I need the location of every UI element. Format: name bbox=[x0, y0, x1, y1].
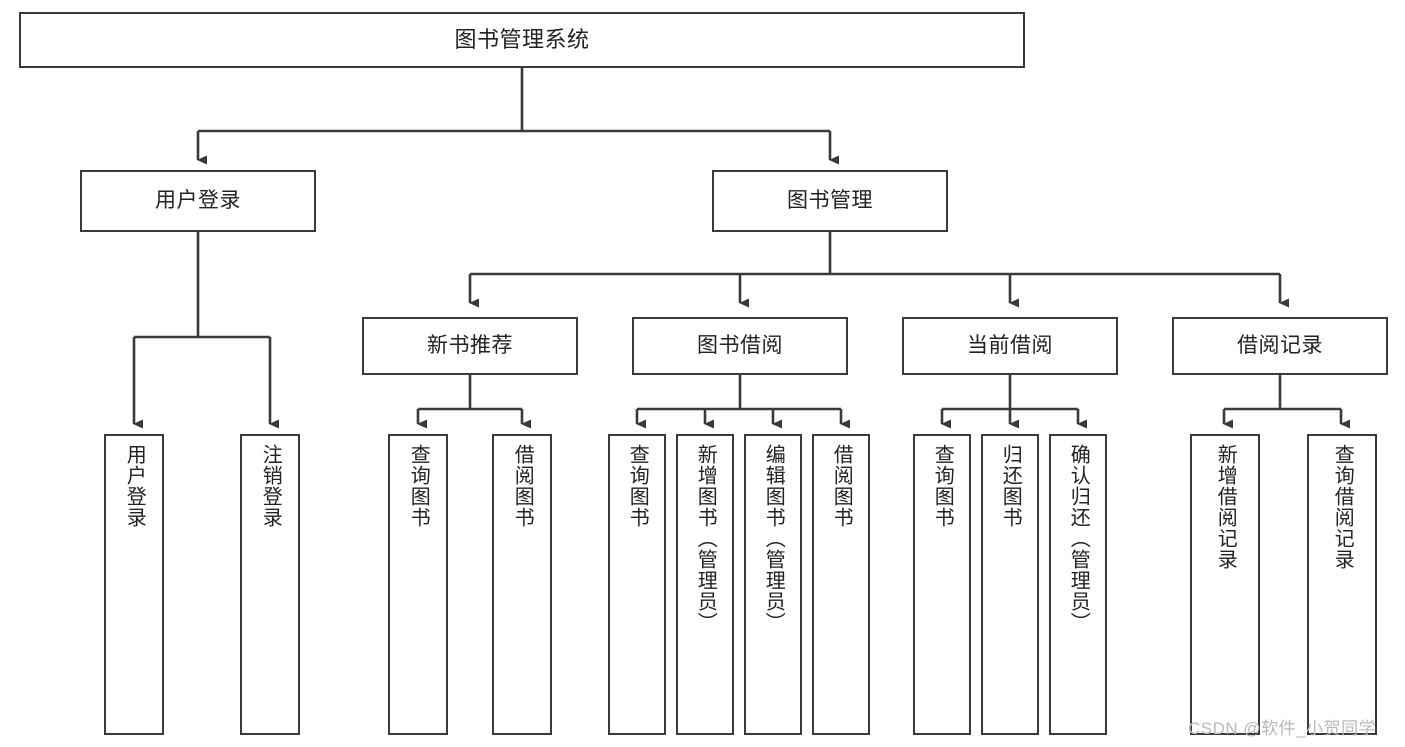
node-root-system[interactable]: 图书管理系统 bbox=[19, 12, 1025, 68]
node-label: 图书管理系统 bbox=[454, 27, 590, 53]
node-label: 图书借阅 bbox=[697, 333, 783, 357]
node-label: 当前借阅 bbox=[967, 333, 1053, 357]
node-label: 归还图书 bbox=[999, 444, 1022, 528]
leaf-record-add-record[interactable]: 新增借阅记录 bbox=[1190, 434, 1260, 735]
node-label: 查询图书 bbox=[407, 444, 430, 528]
leaf-current-return-book[interactable]: 归还图书 bbox=[981, 434, 1039, 735]
node-label: 借阅图书 bbox=[830, 444, 853, 528]
node-label: 图书管理 bbox=[787, 188, 873, 212]
node-label: 新增借阅记录 bbox=[1214, 444, 1237, 570]
node-book-management[interactable]: 图书管理 bbox=[712, 170, 948, 232]
node-label: 查询借阅记录 bbox=[1331, 444, 1354, 570]
node-label: 借阅图书 bbox=[511, 444, 534, 528]
leaf-newbook-borrow-book[interactable]: 借阅图书 bbox=[492, 434, 552, 735]
leaf-borrow-edit-book-admin[interactable]: 编辑图书（管理员） bbox=[744, 434, 802, 735]
leaf-user-login[interactable]: 用户登录 bbox=[104, 434, 164, 735]
csdn-watermark: CSDN @软件_小贺同学 bbox=[1188, 719, 1377, 738]
node-current-borrow[interactable]: 当前借阅 bbox=[902, 317, 1118, 375]
node-label: 编辑图书（管理员） bbox=[762, 444, 785, 633]
leaf-current-query-book[interactable]: 查询图书 bbox=[913, 434, 971, 735]
node-label: 用户登录 bbox=[123, 444, 146, 528]
node-label: 查询图书 bbox=[626, 444, 649, 528]
node-label: 借阅记录 bbox=[1237, 333, 1323, 357]
leaf-newbook-query-book[interactable]: 查询图书 bbox=[388, 434, 448, 735]
node-book-borrow[interactable]: 图书借阅 bbox=[632, 317, 848, 375]
node-label: 确认归还（管理员） bbox=[1067, 444, 1090, 633]
node-label: 查询图书 bbox=[931, 444, 954, 528]
leaf-current-confirm-return-admin[interactable]: 确认归还（管理员） bbox=[1049, 434, 1107, 735]
node-label: 新书推荐 bbox=[427, 333, 513, 357]
leaf-borrow-query-book[interactable]: 查询图书 bbox=[608, 434, 666, 735]
node-label: 新增图书（管理员） bbox=[694, 444, 717, 633]
leaf-user-logout[interactable]: 注销登录 bbox=[240, 434, 300, 735]
node-label: 注销登录 bbox=[259, 444, 282, 528]
node-new-book-recommend[interactable]: 新书推荐 bbox=[362, 317, 578, 375]
leaf-borrow-borrow-book[interactable]: 借阅图书 bbox=[812, 434, 870, 735]
node-label: 用户登录 bbox=[155, 188, 241, 212]
leaf-record-query-record[interactable]: 查询借阅记录 bbox=[1307, 434, 1377, 735]
node-user-login[interactable]: 用户登录 bbox=[80, 170, 316, 232]
node-borrow-record[interactable]: 借阅记录 bbox=[1172, 317, 1388, 375]
leaf-borrow-add-book-admin[interactable]: 新增图书（管理员） bbox=[676, 434, 734, 735]
